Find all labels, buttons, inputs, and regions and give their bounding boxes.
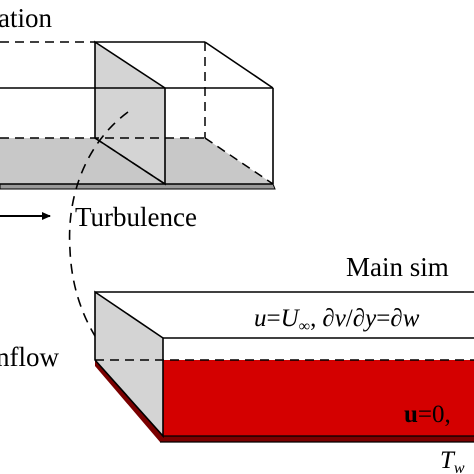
wall-boundary-condition: u=0, bbox=[404, 401, 451, 428]
inflow-label: nflow bbox=[0, 342, 59, 372]
precursor-hidden-edge bbox=[204, 137, 274, 185]
wall-temperature-label: Tw bbox=[440, 447, 465, 474]
main-domain: Main sim nflow u=U∞,∂v/∂y=∂w u=0, Tw bbox=[0, 252, 474, 474]
inflow-plane bbox=[94, 290, 164, 439]
top-boundary-condition: u=U∞,∂v/∂y=∂w bbox=[254, 305, 420, 335]
main-title: Main sim bbox=[346, 252, 449, 282]
precursor-title: ation bbox=[0, 3, 52, 33]
main-bottom-wall bbox=[95, 360, 474, 436]
precursor-domain: ation Turbulence bbox=[0, 3, 276, 232]
inflow-transfer-arrow bbox=[68, 111, 129, 369]
precursor-edge bbox=[204, 41, 274, 89]
turbulence-label: Turbulence bbox=[75, 202, 197, 232]
